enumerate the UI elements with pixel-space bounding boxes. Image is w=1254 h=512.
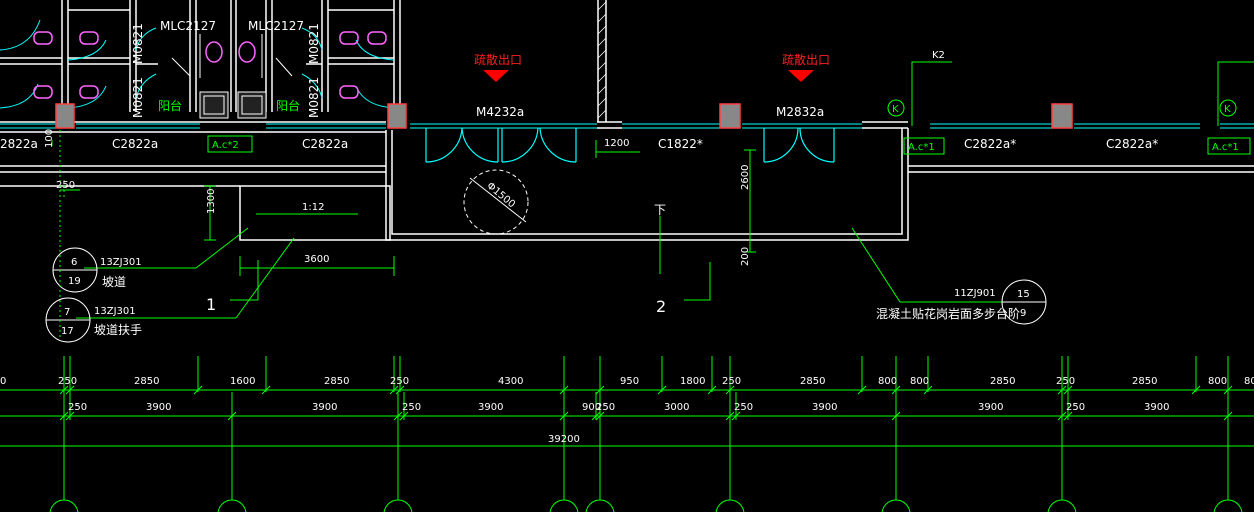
label-dim-2600: 2600 bbox=[740, 165, 751, 190]
dimension-row1-value: 800 bbox=[878, 376, 897, 387]
label-window-c1822: C1822* bbox=[658, 137, 703, 151]
entrance-platform bbox=[0, 128, 1254, 241]
label-window-c2822a-1: 2822a bbox=[0, 137, 38, 151]
dimension-row1-value: 250 bbox=[390, 376, 409, 387]
dimension-row1-value: 2850 bbox=[324, 376, 349, 387]
dimension-row2-value: 3900 bbox=[812, 402, 837, 413]
dimension-row2-value: 250 bbox=[734, 402, 753, 413]
label-balcony-right: 阳台 bbox=[276, 98, 300, 113]
label-door-m4232a: M4232a bbox=[476, 105, 524, 119]
tag-ac1-b: A.c*1 bbox=[1212, 142, 1239, 153]
dimension-row1-value: 2850 bbox=[800, 376, 825, 387]
label-balcony-left: 阳台 bbox=[158, 98, 182, 113]
dimension-ticks bbox=[59, 356, 1233, 500]
dimension-row2-value: 250 bbox=[596, 402, 615, 413]
upper-rooms bbox=[0, 0, 401, 112]
windows bbox=[0, 123, 1254, 129]
ref3-text: 混凝土贴花岗岩面多步台阶 bbox=[876, 306, 1020, 321]
dimension-row2-value: 3900 bbox=[1144, 402, 1169, 413]
finish-tags bbox=[207, 135, 1251, 155]
label-m0821-d: M0821 bbox=[307, 77, 321, 118]
section-mark-2: 2 bbox=[656, 297, 666, 316]
ref2-code: 13ZJ301 bbox=[94, 306, 136, 317]
label-circle-d1500: Φ1500 bbox=[484, 181, 517, 211]
structural-columns bbox=[55, 103, 1073, 129]
dimension-row2-value: 900 bbox=[582, 402, 601, 413]
dimension-row1-value: 800 bbox=[1244, 376, 1254, 387]
ref1-bottom: 19 bbox=[68, 276, 81, 287]
label-k-left: K bbox=[892, 104, 899, 115]
toilet-fixtures bbox=[33, 31, 387, 99]
dimension-row1-value: 2850 bbox=[1132, 376, 1157, 387]
label-window-c2822a-2b: C2822a bbox=[302, 137, 348, 151]
label-dim-1200: 1200 bbox=[604, 138, 629, 149]
dimension-row2-value: 250 bbox=[68, 402, 87, 413]
label-dim-100: 100 bbox=[44, 129, 55, 148]
label-window-c2822a-3: C2822a* bbox=[964, 137, 1016, 151]
label-exit-right: 疏散出口 bbox=[782, 52, 830, 67]
ref1-top: 6 bbox=[71, 257, 77, 268]
label-m0821-b: M0821 bbox=[131, 77, 145, 118]
fixture-details bbox=[171, 34, 293, 119]
dimension-row1-value: 950 bbox=[620, 376, 639, 387]
dimension-row1-value: 250 bbox=[722, 376, 741, 387]
dimension-row1-value: 1600 bbox=[230, 376, 255, 387]
label-mlc-right: MLC2127 bbox=[248, 19, 304, 33]
dimension-row2-value: 3900 bbox=[478, 402, 503, 413]
dimension-row1-value: 2850 bbox=[134, 376, 159, 387]
dimension-row2-value: 3900 bbox=[146, 402, 171, 413]
dimension-row1-value: 4300 bbox=[498, 376, 523, 387]
dimension-row1-value: 800 bbox=[1208, 376, 1227, 387]
dimension-row2-value: 3900 bbox=[978, 402, 1003, 413]
label-window-c2822a-4: C2822a* bbox=[1106, 137, 1158, 151]
label-m0821-c: M0821 bbox=[307, 23, 321, 64]
dotted-guides bbox=[59, 130, 65, 340]
section-mark-1: 1 bbox=[206, 295, 216, 314]
label-m0821-a: M0821 bbox=[131, 23, 145, 64]
label-slope: 1:12 bbox=[302, 202, 324, 213]
label-dim-250-top: 250 bbox=[56, 180, 75, 191]
exit-arrow-left bbox=[483, 70, 509, 82]
label-mlc-left: MLC2127 bbox=[160, 19, 216, 33]
total-dimension: 39200 bbox=[548, 434, 580, 445]
label-door-m2832a: M2832a bbox=[776, 105, 824, 119]
entrance-doors bbox=[425, 127, 835, 163]
dimension-texts: 0 250 2850 1600 2850 250 4300 950 1800 250 2850 800… bbox=[0, 376, 1254, 413]
label-k-right: K bbox=[1224, 104, 1231, 115]
dimension-row2-value: 3000 bbox=[664, 402, 689, 413]
dimension-row1-value: 800 bbox=[910, 376, 929, 387]
turning-circle bbox=[463, 169, 529, 235]
ref3-top: 15 bbox=[1017, 289, 1030, 300]
ref2-text: 坡道扶手 bbox=[94, 322, 142, 337]
dimension-row2-value: 3900 bbox=[312, 402, 337, 413]
ref1-text: 坡道 bbox=[102, 275, 126, 289]
hatched-wall bbox=[597, 1, 607, 119]
label-dim-1300: 1300 bbox=[206, 189, 217, 214]
dimension-row1-value: 250 bbox=[58, 376, 77, 387]
dimension-row1-value: 0 bbox=[0, 376, 6, 387]
label-k2: K2 bbox=[932, 50, 945, 61]
exit-arrow-right bbox=[788, 70, 814, 82]
ref2-top: 7 bbox=[64, 307, 70, 318]
label-dim-200: 200 bbox=[740, 247, 751, 266]
plan-dimensions bbox=[51, 61, 1254, 319]
dimension-row1-value: 250 bbox=[1056, 376, 1075, 387]
ref3-bottom: 9 bbox=[1020, 308, 1026, 319]
ref1-code: 13ZJ301 bbox=[100, 257, 142, 268]
label-dim-3600: 3600 bbox=[304, 254, 329, 265]
label-exit-left: 疏散出口 bbox=[474, 52, 522, 67]
ref3-code: 11ZJ901 bbox=[954, 288, 996, 299]
dimension-row2-value: 250 bbox=[1066, 402, 1085, 413]
tag-ac2: A.c*2 bbox=[212, 140, 239, 151]
ref2-bottom: 17 bbox=[61, 326, 74, 337]
dimension-row1-value: 2850 bbox=[990, 376, 1015, 387]
label-window-c2822a-2: C2822a bbox=[112, 137, 158, 151]
dimension-frame bbox=[0, 389, 1254, 447]
tag-ac1-a: A.c*1 bbox=[908, 142, 935, 153]
dimension-row2-value: 250 bbox=[402, 402, 421, 413]
axis-bubbles bbox=[49, 499, 1243, 512]
dimension-row1-value: 1800 bbox=[680, 376, 705, 387]
label-down: 下 bbox=[654, 203, 666, 217]
